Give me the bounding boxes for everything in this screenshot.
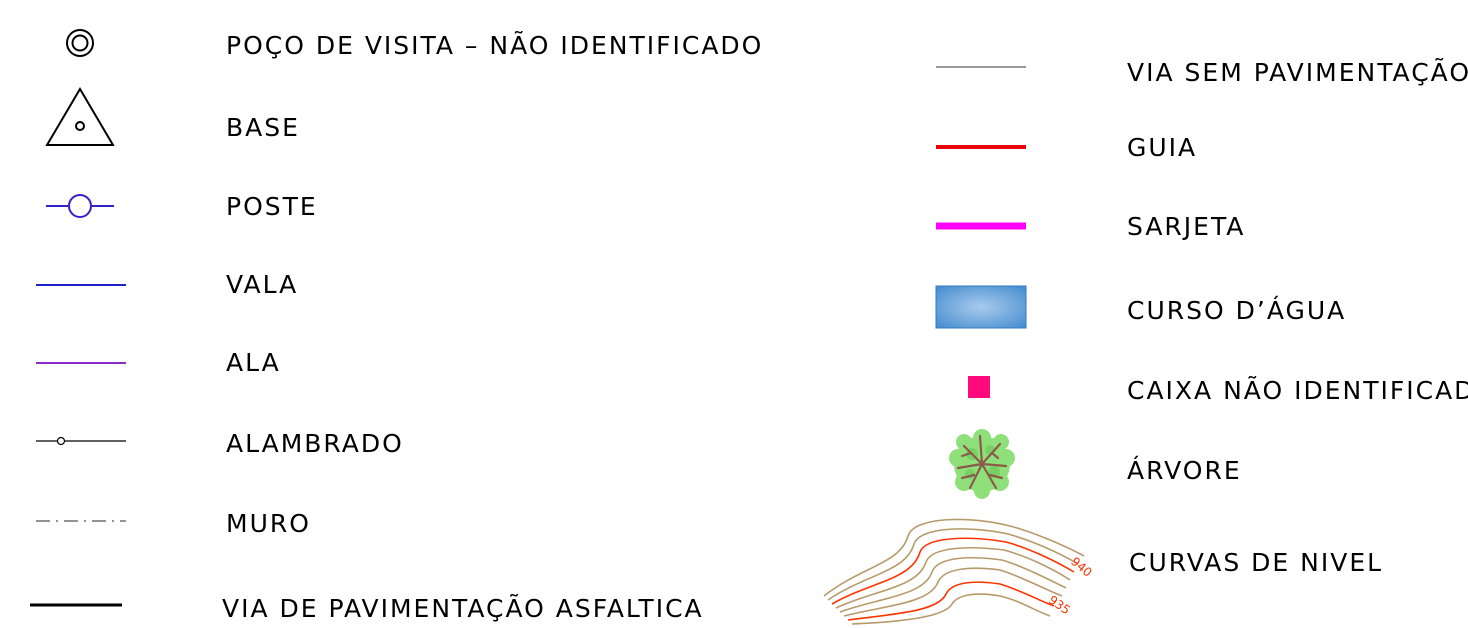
tree-icon bbox=[944, 428, 1020, 500]
legend-label-base: BASE bbox=[226, 113, 300, 142]
ala-line-icon bbox=[36, 360, 126, 366]
box-icon bbox=[968, 376, 990, 398]
legend-label-ditch: VALA bbox=[226, 270, 299, 299]
legend-label-pole: POSTE bbox=[226, 192, 318, 221]
paved-road-line-icon bbox=[30, 602, 122, 608]
base-triangle-icon bbox=[44, 86, 116, 148]
curb-line-icon bbox=[936, 143, 1026, 151]
unpaved-road-line-icon bbox=[936, 64, 1026, 70]
fence-line-icon bbox=[36, 435, 126, 447]
wall-dashdot-icon bbox=[36, 518, 126, 524]
legend-label-unpaved-road: VIA SEM PAVIMENTAÇÃO bbox=[1127, 58, 1468, 87]
pole-icon bbox=[46, 193, 116, 219]
legend-label-watercourse: CURSO D’ÁGUA bbox=[1127, 296, 1347, 325]
contour-lines-icon bbox=[822, 518, 1102, 628]
legend-label-gutter: SARJETA bbox=[1127, 212, 1246, 241]
legend-label-box: CAIXA NÃO IDENTIFICADA bbox=[1127, 376, 1468, 405]
gutter-line-icon bbox=[936, 221, 1026, 231]
legend-label-paved-road: VIA DE PAVIMENTAÇÃO ASFALTICA bbox=[222, 594, 704, 623]
legend-label-tree: ÁRVORE bbox=[1127, 456, 1242, 485]
ditch-line-icon bbox=[36, 282, 126, 288]
legend-label-fence: ALAMBRADO bbox=[226, 429, 404, 458]
manhole-icon bbox=[64, 27, 96, 59]
legend-label-curb: GUIA bbox=[1127, 133, 1198, 162]
watercourse-icon bbox=[935, 285, 1027, 329]
legend-label-manhole: POÇO DE VISITA – NÃO IDENTIFICADO bbox=[226, 31, 764, 60]
legend-label-wall: MURO bbox=[226, 509, 311, 538]
legend-label-ala: ALA bbox=[226, 348, 281, 377]
legend-label-contours: CURVAS DE NIVEL bbox=[1129, 548, 1384, 577]
